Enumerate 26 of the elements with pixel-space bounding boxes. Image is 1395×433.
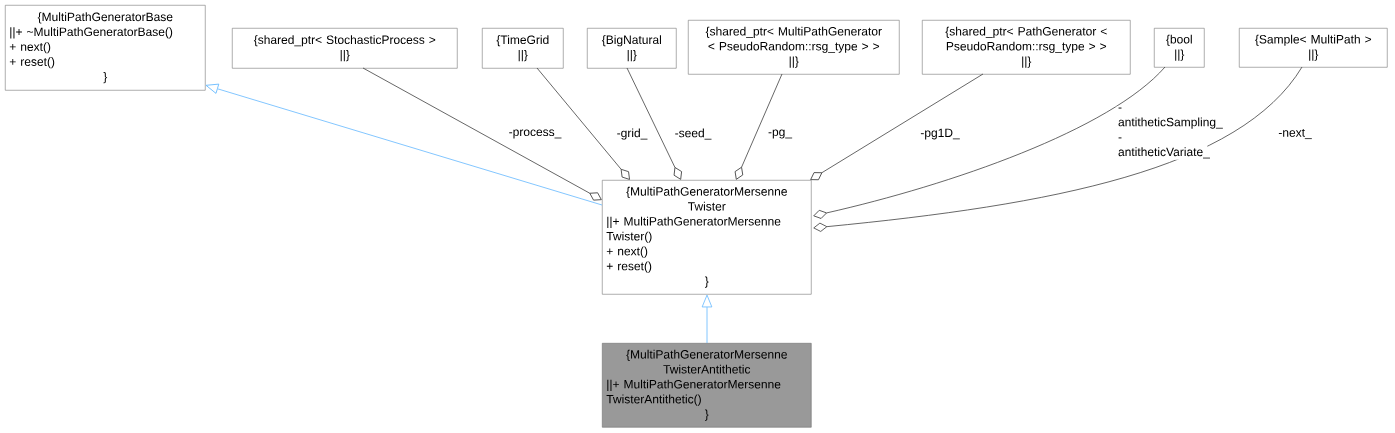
- edge-label: -grid_: [615, 127, 649, 141]
- type-box: {TimeGrid ||}: [482, 28, 564, 69]
- type-box: {BigNatural ||}: [587, 28, 677, 69]
- edge-label: -antitheticSampling_ -antitheticVariate_: [1116, 106, 1223, 160]
- aggregation-line: [813, 66, 1303, 232]
- type-box: {shared_ptr< MultiPathGenerator < PseudoRandom::rsg_type > > ||}: [688, 20, 900, 75]
- aggregation-line: [536, 67, 630, 180]
- aggregation-line: [813, 66, 1166, 219]
- aggregation-line: [626, 67, 682, 180]
- aggregation-line: [810, 73, 984, 181]
- edge-label: -process_: [507, 128, 563, 140]
- type-box: {bool ||}: [1154, 28, 1205, 68]
- class-box: {MultiPathGeneratorMersenne Twister ||+ MultiPathGeneratorMersenne Twister() + next() + reset() }: [602, 180, 812, 295]
- aggregation-line: [734, 73, 783, 180]
- inheritance-arrow: [701, 294, 713, 344]
- edge-label: -pg1D_: [919, 127, 961, 141]
- edge-label: -pg_: [766, 128, 794, 140]
- aggregation-line: [362, 67, 602, 201]
- class-box: {MultiPathGeneratorBase ||+ ~MultiPathGeneratorBase() + next() + reset() }: [5, 5, 206, 91]
- edge-label: -next_: [1277, 127, 1313, 141]
- type-box: {shared_ptr< StochasticProcess > ||}: [232, 28, 458, 69]
- edge-label: -seed_: [673, 127, 713, 141]
- class-box: {MultiPathGeneratorMersenne TwisterAntithetic ||+ MultiPathGeneratorMersenne TwisterAntithetic() }: [602, 343, 812, 428]
- type-box: {Sample< MultiPath > ||}: [1239, 28, 1388, 68]
- inheritance-arrow: [205, 83, 603, 206]
- type-box: {shared_ptr< PathGenerator < PseudoRandom::rsg_type > > ||}: [922, 20, 1131, 75]
